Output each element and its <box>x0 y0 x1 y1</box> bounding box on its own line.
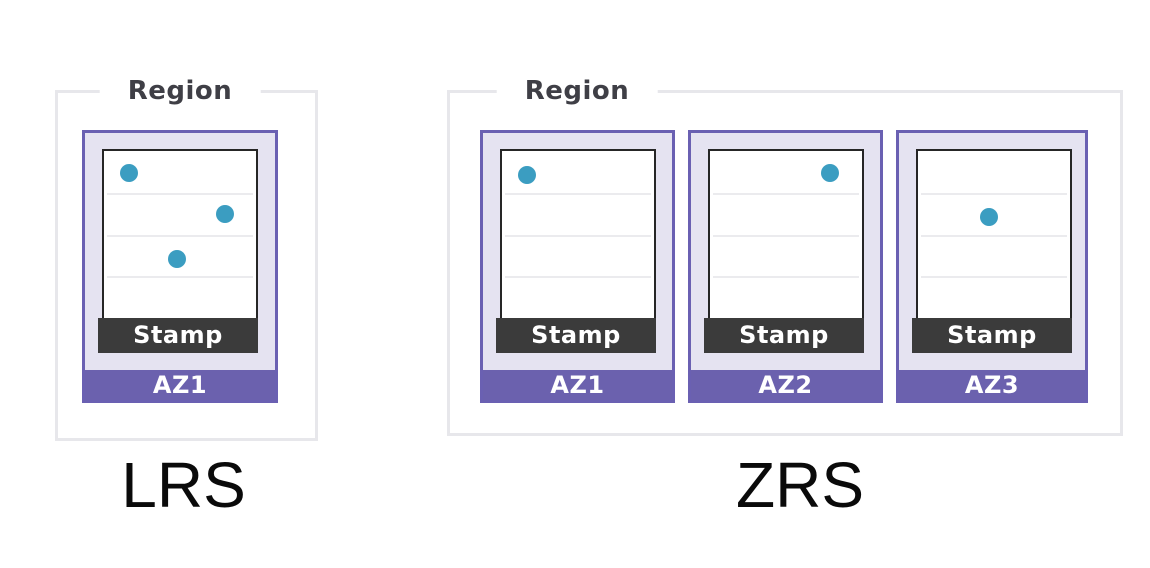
replica-dot <box>216 205 234 223</box>
lrs-caption: LRS <box>121 449 246 521</box>
az1-label: AZ1 <box>85 370 275 400</box>
lrs-region-label: Region <box>99 75 261 107</box>
zrs-az1-card: Stamp AZ1 <box>480 130 675 403</box>
zrs-az3-replica-area <box>918 151 1070 318</box>
lrs-az1-card: Stamp AZ1 <box>82 130 278 403</box>
stamp-label: Stamp <box>496 318 656 353</box>
replica-dot <box>980 208 998 226</box>
stamp-divider-line <box>107 234 253 237</box>
stamp-label: Stamp <box>704 318 864 353</box>
stamp-divider-line <box>505 276 651 279</box>
stamp-divider-line <box>921 276 1067 279</box>
zrs-az1-replica-area <box>502 151 654 318</box>
stamp-divider-line <box>713 192 859 195</box>
stamp-divider-line <box>505 234 651 237</box>
stamp-divider-line <box>505 192 651 195</box>
stamp-divider-line <box>921 192 1067 195</box>
replica-dot <box>168 250 186 268</box>
az3-label: AZ3 <box>899 370 1085 400</box>
stamp-divider-line <box>713 276 859 279</box>
zrs-az1-stamp-box: Stamp <box>496 149 656 353</box>
lrs-az1-replica-area <box>104 151 256 318</box>
zrs-az2-stamp-box: Stamp <box>704 149 864 353</box>
az1-label: AZ1 <box>483 370 672 400</box>
az2-label: AZ2 <box>691 370 880 400</box>
stamp-divider-line <box>921 234 1067 237</box>
lrs-region-box: Region Stamp AZ1 <box>55 75 318 441</box>
stamp-divider-line <box>107 192 253 195</box>
stamp-label: Stamp <box>98 318 258 353</box>
zrs-region-label: Region <box>496 75 658 107</box>
zrs-az3-card: Stamp AZ3 <box>896 130 1088 403</box>
stamp-label: Stamp <box>912 318 1072 353</box>
zrs-region-box: Region Stamp AZ1 Stamp AZ <box>447 75 1123 436</box>
stamp-divider-line <box>713 234 859 237</box>
zrs-az2-card: Stamp AZ2 <box>688 130 883 403</box>
replica-dot <box>518 166 536 184</box>
replica-dot <box>120 164 138 182</box>
lrs-az1-stamp-box: Stamp <box>98 149 258 353</box>
stamp-divider-line <box>107 276 253 279</box>
replica-dot <box>821 164 839 182</box>
zrs-caption: ZRS <box>736 449 864 521</box>
zrs-az3-stamp-box: Stamp <box>912 149 1072 353</box>
zrs-az2-replica-area <box>710 151 862 318</box>
